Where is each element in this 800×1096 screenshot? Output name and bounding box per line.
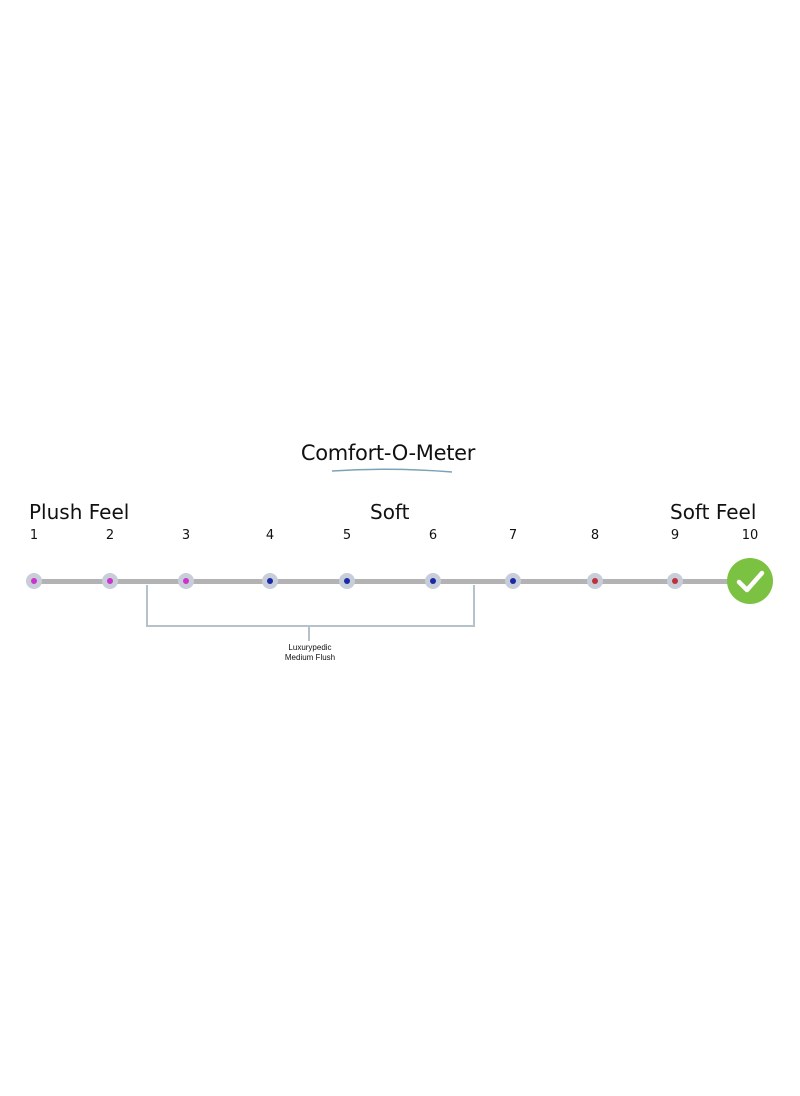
tick-label-2: 2 [105,528,115,543]
comfort-scale [26,558,773,641]
plush-feel-label: Plush Feel [29,500,130,524]
tick-label-1: 1 [29,528,39,543]
tick-label-8: 8 [590,528,600,543]
scale-point-7[interactable] [505,573,521,589]
scale-point-8[interactable] [587,573,603,589]
point-dot [430,578,436,584]
scale-point-9[interactable] [667,573,683,589]
scale-track [34,579,750,584]
scale-point-3[interactable] [178,573,194,589]
bracket-label: Luxurypedic Medium Flush [250,643,370,663]
scale-point-6[interactable] [425,573,441,589]
scale-point-1[interactable] [26,573,42,589]
page-title: Comfort-O-Meter [300,441,476,465]
soft-feel-label: Soft Feel [670,500,757,524]
point-dot [107,578,113,584]
point-dot [267,578,273,584]
tick-label-7: 7 [508,528,518,543]
selected-point-badge [727,558,773,604]
scale-point-4[interactable] [262,573,278,589]
bracket-label-line1: Luxurypedic [288,643,332,652]
checkmark-icon [736,570,765,593]
tick-label-10: 10 [741,528,759,543]
tick-label-4: 4 [265,528,275,543]
check-circle-icon[interactable] [727,558,773,604]
point-dot [592,578,598,584]
point-dot [344,578,350,584]
point-dot [31,578,37,584]
tick-label-6: 6 [428,528,438,543]
tick-label-3: 3 [181,528,191,543]
bracket-label-line2: Medium Flush [284,653,336,662]
tick-label-9: 9 [670,528,680,543]
scale-point-5[interactable] [339,573,355,589]
scale-point-2[interactable] [102,573,118,589]
title-underline [331,468,453,473]
scale-points [26,558,773,604]
point-dot [183,578,189,584]
range-bracket [146,585,475,627]
point-dot [672,578,678,584]
tick-label-5: 5 [342,528,352,543]
point-dot [510,578,516,584]
soft-label: Soft [370,500,410,524]
